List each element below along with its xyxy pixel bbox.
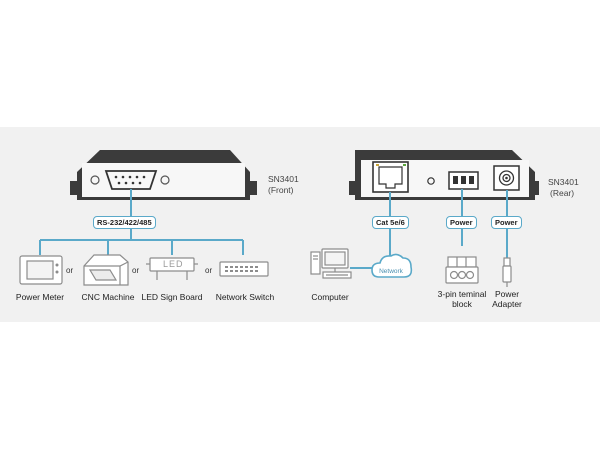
front-screw-left bbox=[90, 175, 100, 185]
rs232-port-badge: RS-232/422/485 bbox=[93, 216, 156, 229]
power-adapter-label-line1: Power bbox=[494, 289, 520, 299]
network-cloud-icon bbox=[371, 253, 413, 278]
rear-indicator-icon bbox=[427, 177, 435, 185]
db9-connector-icon bbox=[104, 170, 158, 190]
front-mount-ear-left bbox=[70, 181, 79, 195]
db9-pins bbox=[114, 175, 146, 185]
rear-view-label: (Rear) bbox=[550, 188, 575, 198]
rear-unit bbox=[349, 150, 539, 200]
network-cloud-label: Network bbox=[379, 268, 403, 275]
power-adapter-badge: Power bbox=[491, 216, 522, 229]
led-sign-board-label: LED Sign Board bbox=[141, 292, 203, 302]
rj45-led-right bbox=[403, 164, 406, 166]
rj45-socket bbox=[378, 166, 403, 189]
rj45-led-left bbox=[376, 164, 379, 166]
front-mount-ear-right bbox=[248, 181, 257, 195]
power-adapter-icon bbox=[502, 257, 512, 287]
terminal-block-pins bbox=[453, 176, 474, 184]
network-switch-icon bbox=[219, 261, 269, 277]
led-sign-board-icon bbox=[146, 257, 198, 280]
separator-or-1: or bbox=[66, 266, 74, 275]
front-model-label: SN3401 bbox=[268, 174, 299, 184]
network-switch-label: Network Switch bbox=[215, 292, 275, 302]
terminal-block-label-line2: block bbox=[452, 299, 472, 309]
power-meter-icon bbox=[19, 255, 63, 285]
power-terminal-badge: Power bbox=[446, 216, 477, 229]
front-view-label: (Front) bbox=[268, 185, 294, 195]
cat5e-port-badge: Cat 5e/6 bbox=[372, 216, 409, 229]
power-adapter-label-line2: Adapter bbox=[492, 299, 522, 309]
cnc-machine-label: CNC Machine bbox=[81, 292, 135, 302]
rear-model-label: SN3401 bbox=[548, 177, 579, 187]
computer-label: Computer bbox=[311, 292, 349, 302]
computer-icon bbox=[310, 248, 352, 279]
power-meter-label: Power Meter bbox=[15, 292, 65, 302]
terminal-block-label-line1: 3-pin teminal bbox=[437, 289, 487, 299]
cnc-machine-icon bbox=[83, 254, 129, 286]
led-icon-text: LED bbox=[163, 259, 184, 269]
separator-or-2: or bbox=[132, 266, 140, 275]
separator-or-3: or bbox=[205, 266, 213, 275]
front-cables bbox=[39, 189, 244, 255]
terminal-block-icon bbox=[445, 256, 479, 284]
rear-mount-ear-left bbox=[349, 181, 358, 195]
front-screw-right bbox=[160, 175, 170, 185]
front-unit bbox=[70, 150, 257, 200]
front-panel bbox=[82, 163, 245, 197]
